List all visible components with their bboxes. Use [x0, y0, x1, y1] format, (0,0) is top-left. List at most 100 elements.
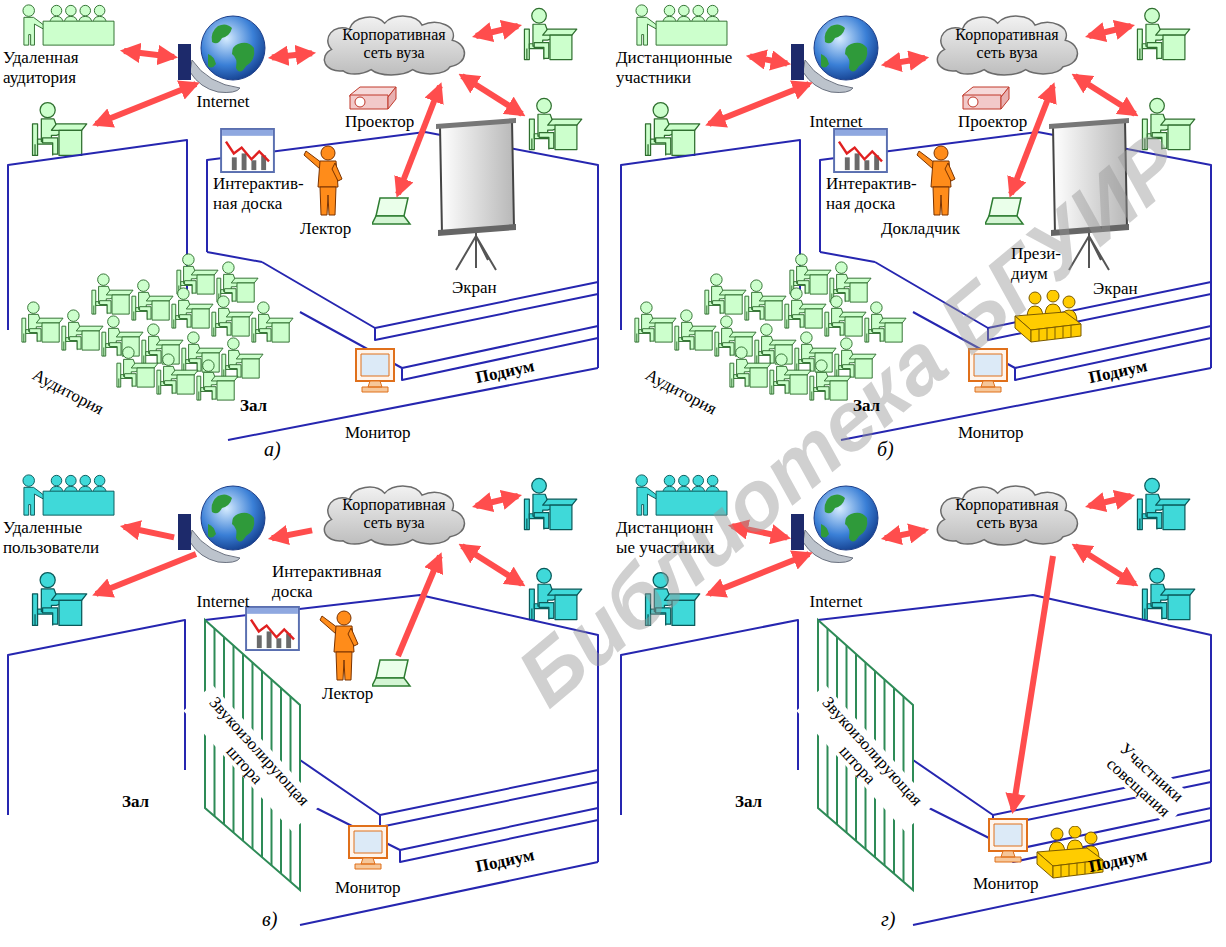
label-holder: Лектор: [300, 219, 351, 239]
node-text: Корпоративная сеть вуза: [949, 26, 1065, 63]
part-label: Зал: [122, 792, 149, 812]
label-holder: Подиум: [1087, 356, 1149, 387]
label-holder: а): [264, 438, 281, 461]
part-label: Подиум: [474, 356, 536, 387]
network-cloud: Корпоративная сеть вуза: [929, 482, 1085, 547]
panel-letter: г): [881, 908, 895, 931]
part-label: Зал: [240, 396, 267, 416]
label-holder: Участники совещания: [1097, 734, 1193, 826]
icon-node: Internet: [791, 14, 881, 132]
node-text: Internet: [178, 92, 268, 112]
label-holder: Подиум: [474, 845, 536, 876]
label-holder: Звукоизолирующая штора: [183, 685, 320, 832]
icon-node: Удаленные пользователи: [3, 470, 120, 557]
cloud-outline: [937, 16, 1077, 75]
net-arrow: [398, 556, 440, 656]
net-arrow: [1013, 556, 1053, 810]
part-label: Аудитория: [642, 365, 720, 419]
part-label: Подиум: [474, 845, 536, 876]
speaker-figure: [320, 611, 358, 680]
part-label: Интерактив- ная доска: [213, 174, 318, 213]
part-label: Подиум: [1087, 356, 1149, 387]
label-holder: Зал: [240, 396, 267, 416]
part-label: Участники совещания: [1097, 734, 1193, 826]
node-text: Удаленные пользователи: [3, 518, 116, 557]
part-label: Экран: [452, 278, 497, 298]
part-label: Лектор: [322, 684, 373, 704]
network-cloud: Корпоративная сеть вуза: [316, 12, 472, 77]
label-holder: г): [881, 908, 895, 931]
panel-letter: в): [262, 908, 277, 931]
part-label: Интерактив- ная доска: [826, 174, 931, 213]
network-cloud: Корпоративная сеть вуза: [316, 482, 472, 547]
node-text: Корпоративная сеть вуза: [336, 26, 452, 63]
node-text: Internet: [791, 592, 881, 612]
label-holder: Интерактив- ная доска: [213, 174, 318, 213]
icon-node: Дистанционные участники: [616, 0, 746, 87]
node-text: Корпоративная сеть вуза: [336, 496, 452, 533]
monitor-icon: [349, 826, 387, 869]
panel-letter: а): [264, 438, 281, 461]
link-arrow: [124, 527, 174, 538]
part-label: Монитор: [345, 423, 411, 443]
part-label: Экран: [1093, 279, 1138, 299]
label-holder: Монитор: [958, 423, 1024, 443]
node-text: Internet: [178, 592, 268, 612]
label-holder: Звукоизолирующая штора: [796, 685, 933, 832]
part-label: Монитор: [973, 874, 1039, 894]
part-label: Проектор: [345, 112, 414, 132]
label-holder: в): [262, 908, 277, 931]
link-arrow: [750, 57, 787, 64]
label-holder: Интерактив- ная доска: [826, 174, 931, 213]
label-holder: Лектор: [322, 684, 373, 704]
part-label: Подиум: [1087, 845, 1149, 876]
icon-node: Удаленная аудитория: [3, 0, 120, 87]
label-holder: Зал: [122, 792, 149, 812]
label-holder: Прези- диум: [1011, 244, 1067, 283]
node-text: Корпоративная сеть вуза: [949, 496, 1065, 533]
link-arrow: [124, 51, 174, 57]
node-text: Удаленная аудитория: [3, 48, 116, 87]
icon-node: Дистанционн ые участники: [616, 470, 728, 557]
part-label: Интерактивная доска: [272, 562, 392, 601]
label-holder: Зал: [735, 792, 762, 812]
room-scene: [8, 5, 598, 440]
label-holder: Докладчик: [881, 219, 960, 239]
part-label: Проектор: [958, 112, 1027, 132]
net-arrow: [96, 554, 196, 594]
link-arrow: [272, 530, 312, 538]
label-holder: Проектор: [958, 112, 1027, 132]
icon-node: Internet: [178, 14, 268, 112]
node-text: Internet: [791, 112, 881, 132]
part-label: Монитор: [335, 878, 401, 898]
laptop-icon: [372, 660, 410, 686]
part-label: Зал: [735, 792, 762, 812]
node-text: Дистанционные участники: [616, 48, 742, 87]
icon-node: Internet: [791, 484, 881, 612]
part-label: Докладчик: [881, 219, 960, 239]
part-label: Аудитория: [29, 365, 107, 419]
cloud-outline: [324, 486, 464, 545]
label-holder: Подиум: [1087, 845, 1149, 876]
label-holder: Аудитория: [29, 365, 107, 419]
label-holder: Проектор: [345, 112, 414, 132]
part-label: Лектор: [300, 219, 351, 239]
label-holder: Экран: [452, 278, 497, 298]
label-holder: Монитор: [345, 423, 411, 443]
panel-a: [8, 5, 598, 440]
part-label: Зал: [853, 396, 880, 416]
icon-node: Internet: [178, 484, 268, 612]
label-holder: Монитор: [335, 878, 401, 898]
link-arrow: [272, 53, 312, 57]
label-holder: Зал: [853, 396, 880, 416]
label-holder: б): [877, 438, 894, 461]
label-holder: Аудитория: [642, 365, 720, 419]
panel-letter: б): [877, 438, 894, 461]
cloud-outline: [937, 486, 1077, 545]
node-text: Дистанционн ые участники: [616, 518, 724, 557]
cloud-outline: [324, 16, 464, 75]
monitor-icon: [989, 819, 1027, 862]
part-label: Звукоизолирующая штора: [183, 685, 320, 832]
part-label: Прези- диум: [1011, 244, 1067, 283]
